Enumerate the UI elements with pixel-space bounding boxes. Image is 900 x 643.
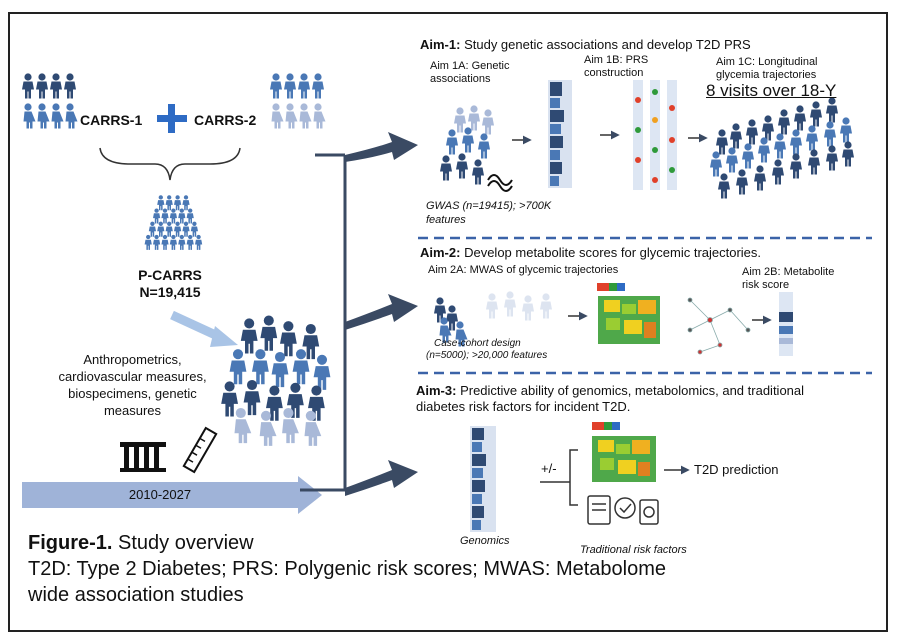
metabolite-score-strip: [779, 292, 793, 356]
caption-line-2: T2D: Type 2 Diabetes; PRS: Polygenic ris…: [28, 558, 667, 580]
carrs2-people-front-icon: [271, 103, 326, 129]
figure-caption: Figure-1. Study overview T2D: Type 2 Dia…: [28, 530, 666, 608]
aim1c-people-icon: [710, 97, 854, 199]
plus-minus-label: +/-: [541, 461, 557, 476]
network-graph: [687, 297, 751, 355]
carrs1-people-icon: [22, 73, 76, 99]
traditional-label: Traditional risk factors: [580, 544, 687, 556]
t2d-prediction-label: T2D prediction: [694, 462, 779, 477]
timeline-arrow: [22, 476, 322, 514]
pcarrs-count: N=19,415: [139, 284, 201, 300]
aim1c-line-2: glycemia trajectories: [716, 69, 817, 81]
aim2b-line-2: risk score: [742, 279, 790, 291]
gwas-line-2: features: [426, 214, 466, 226]
caption-title-rest: Study overview: [112, 532, 254, 554]
aim3-heading-line-1: Aim-3: Predictive ability of genomics, m…: [416, 383, 805, 398]
measures-line-3: biospecimens, genetic: [68, 386, 197, 401]
aim1-heading: Aim-1: Study genetic associations and de…: [420, 37, 751, 52]
dna-icon: [487, 174, 513, 186]
measures-line-2: cardiovascular measures,: [58, 369, 207, 384]
test-tubes-icon: [120, 442, 166, 472]
pcarrs-pyramid-icon: [144, 195, 203, 250]
timeline-label: 2010-2027: [128, 487, 192, 502]
visits-label: 8 visits over 18-Y: [706, 81, 837, 100]
aim1b-line-1: Aim 1B: PRS: [584, 54, 649, 66]
crowd-icon: [221, 315, 331, 446]
aim1a-people-icon: [440, 105, 494, 185]
measures-line-1: Anthropometrics,: [83, 352, 182, 367]
connector-lines: [300, 153, 347, 492]
aim2b-line-1: Aim 2B: Metabolite: [742, 266, 835, 278]
branch-arrows: [345, 132, 418, 496]
aim1a-line-2: associations: [430, 73, 491, 85]
carrs2-people-icon: [270, 73, 324, 99]
design-line-1: Case-cohort design: [434, 338, 521, 349]
carrs1-people-front-icon: [23, 103, 78, 129]
gwas-line-1: GWAS (n=19415); >700K: [426, 200, 552, 212]
prs-columns: [633, 80, 677, 190]
carrs1-label: CARRS-1: [80, 112, 143, 128]
aim2-heading: Aim-2: Develop metabolite scores for gly…: [420, 245, 762, 260]
genomics-label: Genomics: [460, 535, 510, 547]
aim1b-line-2: construction: [584, 67, 644, 79]
caption-title: Figure-1.: [28, 532, 113, 554]
aim1a-line-1: Aim 1A: Genetic: [430, 60, 510, 72]
aim2a-label: Aim 2A: MWAS of glycemic trajectories: [428, 264, 619, 276]
design-line-2: (n=5000); >20,000 features: [426, 350, 548, 361]
genomics-strip: [470, 426, 496, 532]
carrs2-label: CARRS-2: [194, 112, 257, 128]
heatmap-aim3: [592, 422, 656, 482]
merge-brace: [99, 147, 241, 181]
manhattan-strip: [548, 80, 572, 188]
aim3-heading-line-2: diabetes risk factors for incident T2D.: [416, 399, 631, 414]
aim1c-line-1: Aim 1C: Longitudinal: [716, 56, 818, 68]
plus-icon: [157, 104, 187, 133]
ruler-icon: [182, 426, 218, 474]
risk-factors-icon: [587, 495, 659, 525]
heatmap-aim2: [597, 283, 660, 344]
caption-line-3: wide association studies: [28, 584, 244, 606]
pcarrs-label: P-CARRS: [138, 267, 202, 283]
measures-line-4: measures: [103, 403, 162, 418]
